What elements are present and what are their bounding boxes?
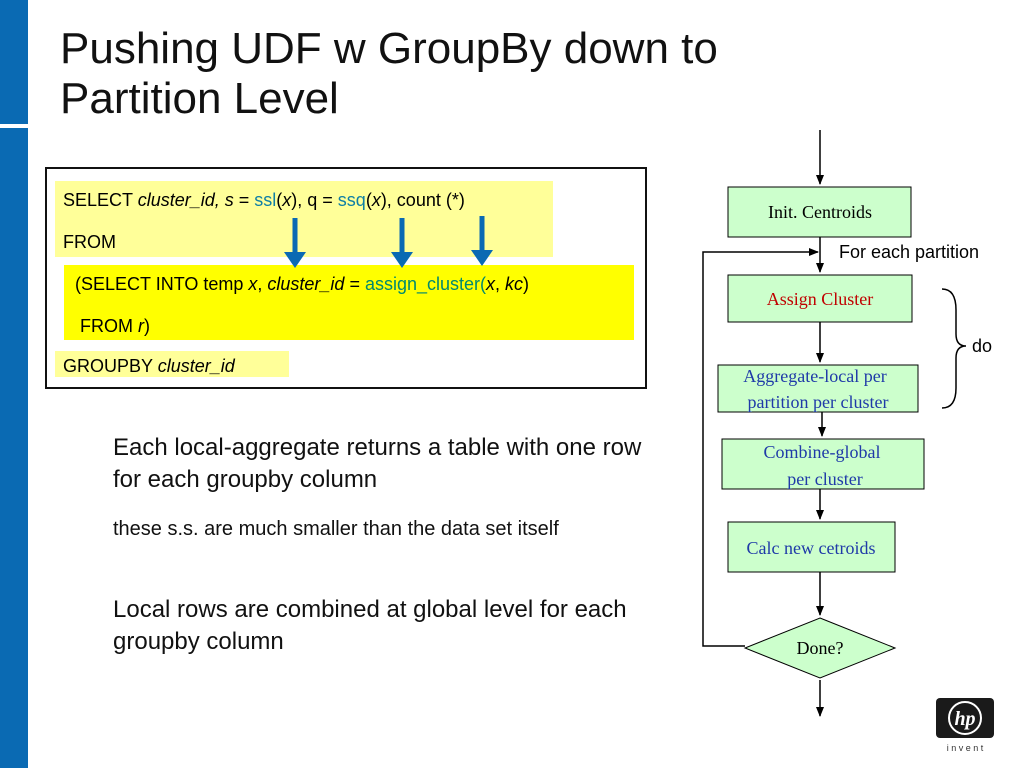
loop-back-arrow (702, 248, 819, 647)
blue-arrow-1 (284, 218, 306, 268)
sql-groupby-line: GROUPBY cluster_id (63, 356, 235, 376)
left-accent-bar (0, 0, 28, 768)
sql-query-box: SELECT cluster_id, s = ssl(x), q = ssq(x… (45, 167, 647, 389)
aggregate-label-line-2: partition per cluster (748, 392, 889, 412)
do-label: do (972, 336, 992, 356)
blue-arrow-3 (471, 216, 493, 266)
subquery-highlight (64, 265, 634, 340)
do-brace (941, 288, 967, 409)
hp-logo: hp i n v e n t (936, 698, 994, 753)
init-centroids-box (727, 186, 912, 238)
bullet-local-aggregate: Each local-aggregate returns a table wit… (113, 434, 642, 493)
hp-logo-tagline: i n v e n t (947, 743, 984, 753)
ssq-function: ssq (337, 190, 366, 210)
combine-label-line-1: Combine-global (764, 442, 881, 462)
sql-subquery-line: (SELECT INTO temp x, cluster_id = assign… (75, 274, 530, 294)
for-each-partition-label: For each partition (839, 242, 979, 262)
blue-arrow-2 (391, 218, 413, 268)
assign-cluster-box (727, 274, 913, 323)
groupby-highlight (55, 351, 289, 377)
init-centroids-label: Init. Centroids (768, 202, 872, 222)
select-from-highlight (55, 181, 553, 257)
bullet-combine-global: Local rows are combined at global level … (113, 596, 627, 655)
combine-global-box (721, 438, 925, 490)
slide-title: Pushing UDF w GroupBy down to Partition … (60, 24, 718, 124)
title-line-2: Partition Level (60, 74, 339, 123)
aggregate-label-line-1: Aggregate-local per (743, 366, 886, 386)
title-line-1: Pushing UDF w GroupBy down to (60, 24, 718, 73)
assign-cluster-function: assign_cluster (364, 274, 481, 294)
calc-centroids-label: Calc new cetroids (747, 538, 876, 558)
left-bar-divider (0, 124, 28, 128)
sql-select-line: SELECT cluster_id, s = ssl(x), q = ssq(x… (63, 190, 465, 210)
bullet-sufficient-stats: these s.s. are much smaller than the dat… (113, 518, 559, 540)
assign-cluster-label: Assign Cluster (767, 289, 874, 309)
done-decision-diamond (743, 617, 897, 679)
sql-subquery-from-line: FROM r) (75, 316, 150, 336)
calc-centroids-box (727, 521, 896, 573)
hp-logo-mark: hp (954, 708, 975, 730)
combine-label-line-2: per cluster (787, 469, 862, 489)
sql-from-line: FROM (63, 232, 116, 252)
done-label: Done? (797, 638, 844, 658)
aggregate-local-box (717, 364, 919, 413)
ssl-function: ssl (254, 190, 277, 210)
